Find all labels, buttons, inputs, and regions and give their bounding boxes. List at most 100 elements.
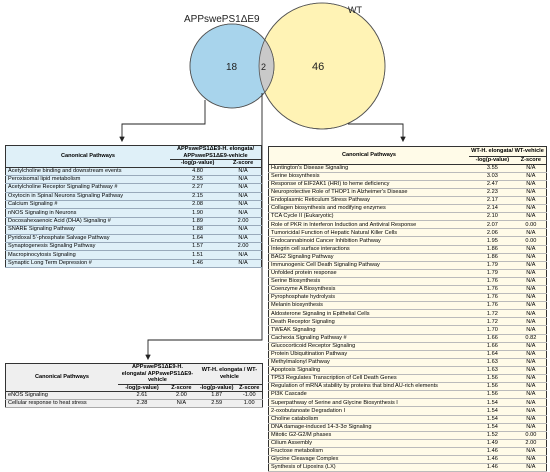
z-score: N/A: [515, 447, 547, 456]
col-header-pathways: Canonical Pathways: [5, 145, 170, 168]
pathway-name: DNA damage-induced 14-3-3σ Signaling: [268, 423, 469, 432]
col-header-group-app: APPswePS1ΔE9-H. elongata/ APPswePS1ΔE9-v…: [118, 363, 197, 385]
pathway-name: Acetylcholine binding and downstream eve…: [5, 167, 170, 176]
z-score: N/A: [515, 423, 547, 432]
pathway-name: Cachexia Signaling Pathway #: [268, 334, 469, 343]
z-score: N/A: [515, 180, 547, 189]
log-p-value: 2.47: [469, 180, 516, 189]
pathway-name: Unfolded protein response: [268, 269, 469, 278]
pathway-name: Mitotic G2-G2/M phases: [268, 431, 469, 440]
pathway-name: Acetylcholine Receptor Signaling Pathway…: [5, 183, 170, 193]
log-p-value: 1.90: [170, 208, 226, 218]
arrow-overlap-to-table: [145, 93, 263, 361]
pathway-name: Synaptogenesis Signaling Pathway: [5, 242, 170, 252]
pathway-name: PI3K Cascade: [268, 390, 469, 400]
z-score: N/A: [515, 382, 547, 392]
pathway-name: Collagen biosynthesis and modifying enzy…: [268, 204, 469, 214]
table-row: Collagen biosynthesis and modifying enzy…: [268, 204, 547, 214]
table-row: Aldosterone Signaling in Epithelial Cell…: [268, 309, 547, 319]
table-row: Superpathway of Serine and Glycine Biosy…: [268, 398, 547, 408]
log-p-value: 2.17: [469, 196, 516, 206]
z-score: 2.00: [515, 439, 547, 448]
z-score: N/A: [515, 342, 547, 351]
log-p-value: 1.76: [469, 301, 516, 311]
log-p-value: 3.03: [469, 172, 516, 181]
pathway-name: Endocannabinoid Cancer Inhibition Pathwa…: [268, 236, 469, 246]
log-p-value-app: 2.28: [118, 399, 166, 409]
log-p-value: 1.86: [469, 253, 516, 262]
table-row: Neuroprotective Role of THOP1 in Alzheim…: [268, 188, 547, 197]
log-p-value: 1.56: [469, 382, 516, 392]
venn-count-overlap: 2: [261, 62, 266, 72]
log-p-value: 1.88: [170, 225, 226, 235]
log-p-value: 2.15: [170, 192, 226, 202]
z-score: N/A: [515, 350, 547, 359]
z-score: N/A: [225, 250, 262, 260]
pathway-name: Aldosterone Signaling in Epithelial Cell…: [268, 309, 469, 319]
log-p-value: 1.54: [469, 398, 516, 408]
z-score: N/A: [515, 285, 547, 295]
arrow-app-to-table: [119, 100, 206, 143]
log-p-value: 2.27: [170, 183, 226, 193]
pathway-name: Apoptosis Signaling: [268, 366, 469, 376]
log-p-value: 1.56: [469, 390, 516, 400]
log-p-value: 1.86: [469, 245, 516, 254]
log-p-value: 1.72: [469, 309, 516, 319]
col-header-zscore: Z-score: [225, 159, 262, 168]
log-p-value: 1.64: [469, 350, 516, 359]
z-score: N/A: [515, 358, 547, 367]
z-score: 2.00: [225, 217, 262, 227]
col-header-group: APPswePS1ΔE9-H. elongata/ APPswePS1ΔE9-v…: [170, 145, 262, 160]
pathway-name: Cellular response to heat stress: [5, 399, 118, 409]
pathway-name: Docosahexaenoic Acid (DHA) Signaling #: [5, 217, 170, 227]
pathway-name: Methylmalonyl Pathway: [268, 358, 469, 367]
z-score: N/A: [515, 261, 547, 270]
z-score: N/A: [515, 455, 547, 465]
pathway-name: SNARE Signaling Pathway: [5, 225, 170, 235]
z-score: 0.82: [515, 334, 547, 343]
pathway-name: TP53 Regulates Transcription of Cell Dea…: [268, 374, 469, 384]
pathway-name: Glycine Cleavage Complex: [268, 455, 469, 465]
log-p-value: 1.66: [469, 342, 516, 351]
log-p-value: 1.89: [170, 217, 226, 227]
table-wt-pathways: Canonical Pathways WT-H. elongata/ WT-ve…: [268, 146, 547, 472]
log-p-value: 2.14: [469, 204, 516, 214]
pathway-name: Huntington's Disease Signaling: [268, 164, 469, 173]
table-row: Tumoricidal Function of Hepatic Natural …: [268, 228, 547, 238]
pathway-name: Role of PKR in Interferon Induction and …: [268, 220, 469, 230]
pathway-name: nNOS Signaling in Neurons: [5, 208, 170, 218]
venn-count-app-only: 18: [226, 62, 238, 73]
log-p-value: 1.66: [469, 334, 516, 343]
log-p-value: 2.08: [170, 200, 226, 210]
pathway-name: Immunogenic Cell Death Signaling Pathway: [268, 261, 469, 270]
z-score: N/A: [225, 234, 262, 244]
z-score: 2.00: [225, 242, 262, 252]
z-score: N/A: [225, 175, 262, 185]
log-p-value: 1.54: [469, 406, 516, 416]
z-score: N/A: [515, 164, 547, 173]
pathway-name: TCA Cycle II (Eukaryotic): [268, 212, 469, 222]
col-header-pathways: Canonical Pathways: [268, 146, 469, 165]
z-score: N/A: [515, 277, 547, 287]
z-score: 0.00: [515, 236, 547, 246]
pathway-name: eNOS Signaling: [5, 391, 118, 401]
log-p-value: 1.54: [469, 423, 516, 432]
table-row: Response of EIF2AK1 (HRI) to heme defici…: [268, 180, 547, 189]
pathway-name: Endoplasmic Reticulum Stress Pathway: [268, 196, 469, 206]
z-score: 0.00: [515, 220, 547, 230]
z-score: N/A: [225, 192, 262, 202]
venn-label-app: APPswePS1ΔE9: [184, 14, 260, 25]
pathway-name: Superpathway of Serine and Glycine Biosy…: [268, 398, 469, 408]
z-score: N/A: [515, 325, 547, 335]
